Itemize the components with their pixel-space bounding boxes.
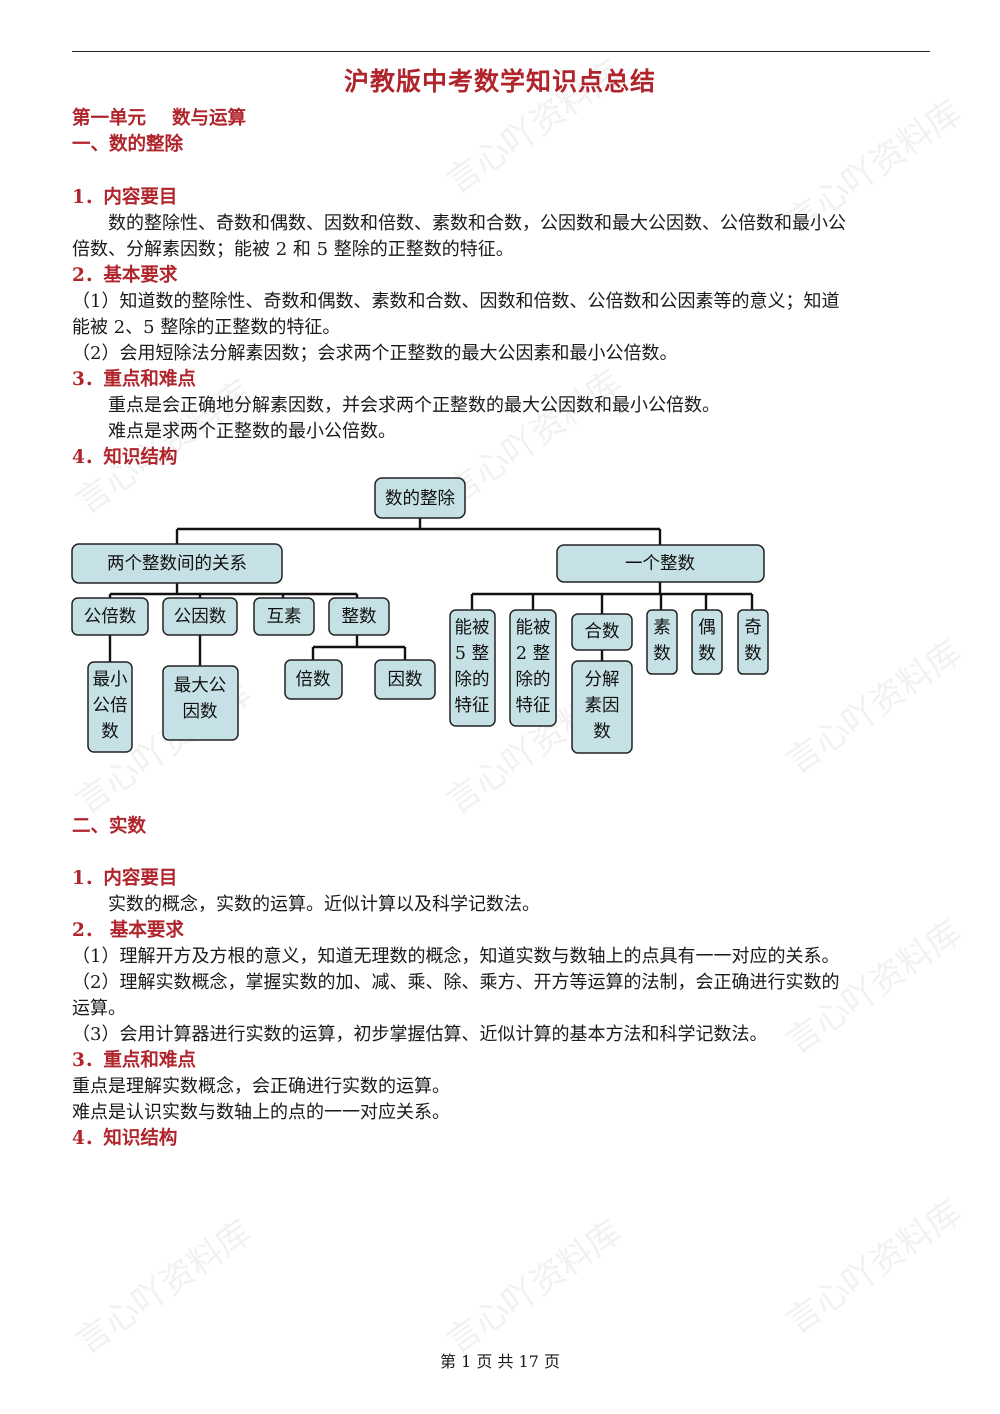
tree-node-label: 数的整除 [385,489,455,509]
tree-node-label: 因数 [183,702,218,722]
subsection-heading: 1．内容要目 [72,868,178,889]
paragraph-line: 能被 2、5 整除的正整数的特征。 [72,317,341,338]
tree-node-coprime: 互素 [253,597,315,636]
tree-node-gcd: 最大公 因数 [162,665,239,741]
tree-node-common-multiple: 公倍数 [71,597,149,636]
tree-node-label: 数 [698,644,716,664]
tree-node-label: 公倍数 [84,607,137,627]
tree-node-label: 一个整数 [625,554,695,574]
document-title: 沪教版中考数学知识点总结 [343,67,656,96]
paragraph-line: （3）会用计算器进行实数的运算，初步掌握估算、近似计算的基本方法和科学记数法。 [72,1024,768,1045]
subsection-heading: 2．基本要求 [72,265,178,286]
watermark: 言心吖资料库 [68,1212,260,1363]
tree-node-even: 偶 数 [691,609,723,675]
tree-node-two-integers-relation: 两个整数间的关系 [71,543,283,584]
tree-node-label: 合数 [585,622,620,642]
tree-node-label: 数 [653,644,671,664]
tree-node-label: 奇 [744,618,762,638]
tree-node-factor: 因数 [374,659,436,700]
tree-node-label: 数 [593,722,611,742]
tree-node-label: 因数 [388,670,423,690]
tree-node-common-factor: 公因数 [162,597,238,636]
paragraph-line: 运算。 [72,998,126,1019]
paragraph-line: 倍数、分解素因数；能被 2 和 5 整除的正整数的特征。 [72,239,514,260]
header-rule [72,51,930,52]
paragraph-line: 难点是认识实数与数轴上的点的一一对应关系。 [72,1102,450,1123]
paragraph-line: 重点是理解实数概念，会正确进行实数的运算。 [72,1076,450,1097]
tree-node-root: 数的整除 [374,477,466,519]
watermark: 言心吖资料库 [438,1212,630,1363]
tree-node-label: 除的 [516,670,551,690]
tree-node-label: 特征 [516,696,551,716]
subsection-heading: 4．知识结构 [72,1128,178,1149]
paragraph-line: 数的整除性、奇数和偶数、因数和倍数、素数和合数，公因数和最大公因数、公倍数和最小… [108,213,846,234]
paragraph-line: （1）知道数的整除性、奇数和偶数、素数和合数、因数和倍数、公倍数和公因素等的意义… [72,291,840,312]
paragraph-line: （1）理解开方及方根的意义，知道无理数的概念，知道实数与数轴上的点具有一一对应的… [72,946,840,967]
tree-node-divisible-by-5: 能被 5 整 除的 特征 [449,609,496,727]
tree-node-single-integer: 一个整数 [556,544,765,583]
subsection-heading: 1．内容要目 [72,187,178,208]
section-heading: 二、实数 [72,816,147,837]
tree-connectors [108,518,754,666]
tree-node-label: 公倍 [93,696,128,716]
tree-node-divisible-by-2: 能被 2 整 除的 特征 [509,609,557,727]
tree-node-label: 两个整数间的关系 [107,554,247,574]
tree-node-label: 5 整 [455,644,489,664]
tree-node-label: 特征 [455,696,490,716]
watermark: 言心吖资料库 [778,1192,970,1343]
tree-node-label: 偶 [698,618,716,638]
subsection-heading: 3．重点和难点 [72,1050,196,1071]
tree-node-label: 能被 [516,618,551,638]
tree-node-label: 分解 [585,670,620,690]
tree-node-label: 最大公 [174,676,227,696]
paragraph-line: （2）理解实数概念，掌握实数的加、减、乘、除、乘方、开方等运算的法制，会正确进行… [72,972,840,993]
page-footer: 第 1 页 共 17 页 [440,1352,560,1371]
unit-heading: 第一单元 数与运算 [72,106,932,132]
tree-node-label: 2 整 [516,644,550,664]
unit-name: 数与运算 [172,108,247,129]
tree-node-prime: 素 数 [646,609,678,675]
paragraph-line: 难点是求两个正整数的最小公倍数。 [108,421,396,442]
tree-node-odd: 奇 数 [737,609,769,675]
tree-node-label: 公因数 [174,607,227,627]
paragraph-line: （2）会用短除法分解素因数；会求两个正整数的最大公因素和最小公倍数。 [72,343,678,364]
unit-label: 第一单元 [72,108,147,129]
paragraph-line: 重点是会正确地分解素因数，并会求两个正整数的最大公因数和最小公倍数。 [108,395,720,416]
section-heading: 一、数的整除 [72,134,184,155]
tree-node-label: 整数 [342,607,377,627]
knowledge-structure-diagram: 数的整除 两个整数间的关系 一个整数 公倍数 公因数 互素 整数 最小 公倍 数… [71,477,769,754]
tree-node-divisibility: 整数 [328,597,390,636]
tree-node-label: 素 [653,618,671,638]
tree-node-lcm: 最小 公倍 数 [87,661,133,753]
tree-node-label: 数 [101,722,119,742]
tree-node-label: 素因 [585,696,620,716]
tree-node-label: 除的 [455,670,490,690]
tree-node-label: 最小 [93,670,128,690]
subsection-heading: 3．重点和难点 [72,369,196,390]
subsection-heading: 4．知识结构 [72,447,178,468]
tree-node-label: 能被 [455,618,490,638]
tree-node-label: 互素 [267,607,302,627]
tree-node-label: 数 [744,644,762,664]
paragraph-line: 实数的概念，实数的运算。近似计算以及科学记数法。 [108,894,540,915]
tree-node-prime-factorization: 分解 素因 数 [571,660,633,754]
tree-node-composite: 合数 [571,613,633,651]
tree-node-label: 倍数 [296,670,331,690]
subsection-heading: 2． 基本要求 [72,920,184,941]
tree-node-multiple: 倍数 [284,659,343,700]
